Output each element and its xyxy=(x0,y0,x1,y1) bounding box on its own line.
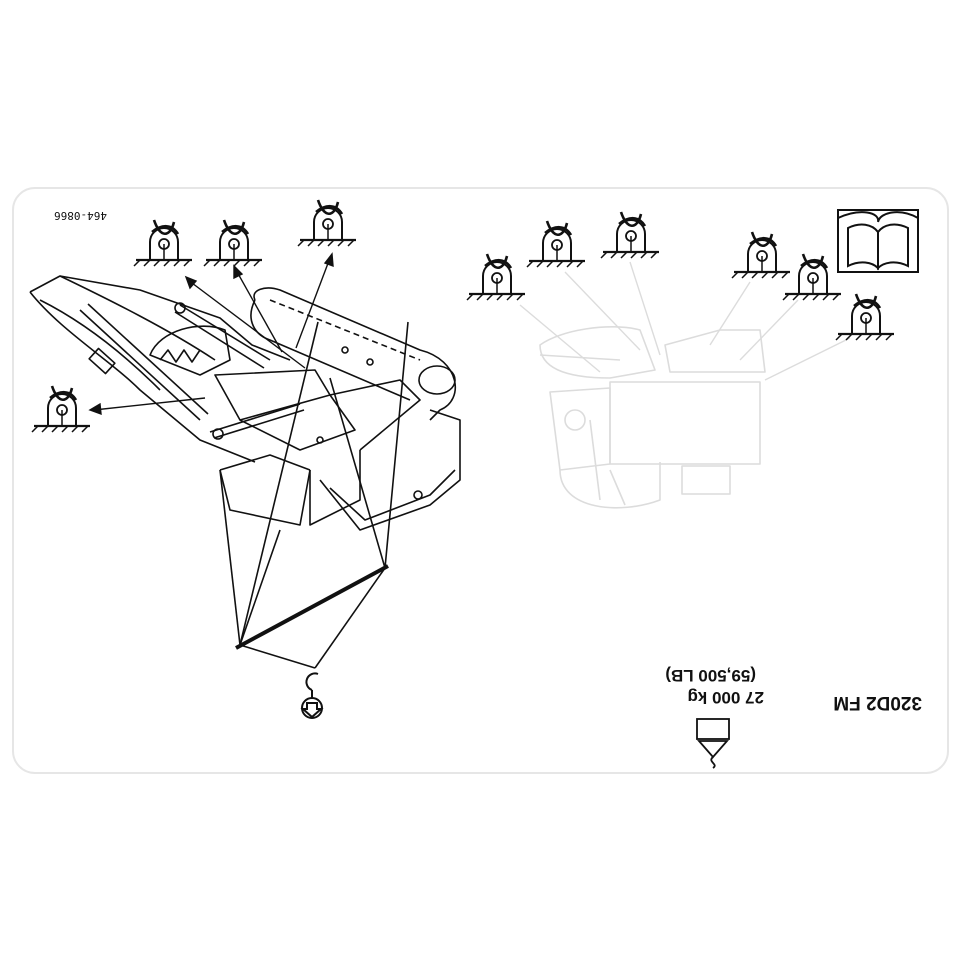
svg-text:27 000 kg: 27 000 kg xyxy=(687,688,764,707)
svg-text:(59,500 LB): (59,500 LB) xyxy=(665,666,756,685)
part-number-label: 464-0866 xyxy=(54,209,107,222)
operation-manual-icon xyxy=(837,209,919,273)
excavator-ghost-illustration xyxy=(539,326,766,509)
model-label: 320D2 FM xyxy=(833,692,922,713)
excavator-illustration xyxy=(29,275,461,669)
ghost-leaders xyxy=(519,261,851,381)
tie-down-leaders xyxy=(88,252,334,416)
lift-hook-icon xyxy=(300,672,324,719)
svg-text:320D2 FM: 320D2 FM xyxy=(833,692,922,713)
weight-kg-label: 27 000 kg xyxy=(687,688,764,707)
weight-lb-label: (59,500 LB) xyxy=(665,666,756,685)
weight-icon xyxy=(696,718,730,769)
svg-text:464-0866: 464-0866 xyxy=(54,209,107,222)
